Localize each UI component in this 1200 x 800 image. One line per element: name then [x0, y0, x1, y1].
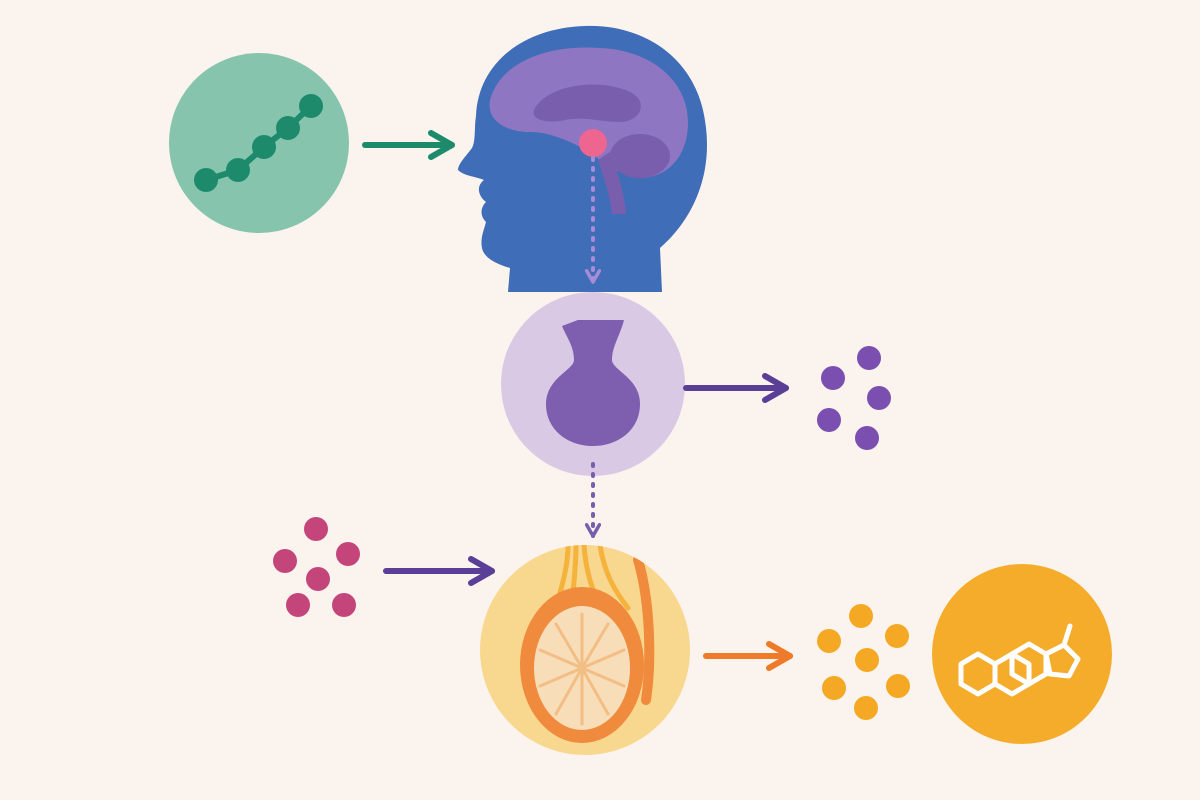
- human-head-brain-icon: [458, 25, 707, 293]
- magenta-hormone-cluster: [273, 517, 360, 617]
- testis-node: [480, 545, 690, 755]
- steroid-molecule-icon: [958, 623, 1081, 697]
- brain-stem: [598, 152, 626, 214]
- brain-cerebellum: [610, 134, 670, 178]
- peptide-chain-icon: [194, 94, 323, 192]
- steroid-circle: [932, 564, 1112, 744]
- peptide-node: [169, 53, 349, 233]
- hypothalamus-marker: [579, 129, 607, 157]
- testosterone-cluster: [817, 604, 910, 720]
- seminiferous-tubules: [538, 612, 626, 726]
- epididymis: [633, 555, 655, 705]
- pituitary-gland-icon: [546, 320, 640, 446]
- testis-icon: [520, 545, 655, 743]
- steroid-node: [932, 564, 1112, 744]
- lh-hormone-cluster: [817, 346, 891, 450]
- brain-inner-fold: [533, 84, 641, 122]
- pituitary-node: [501, 292, 685, 538]
